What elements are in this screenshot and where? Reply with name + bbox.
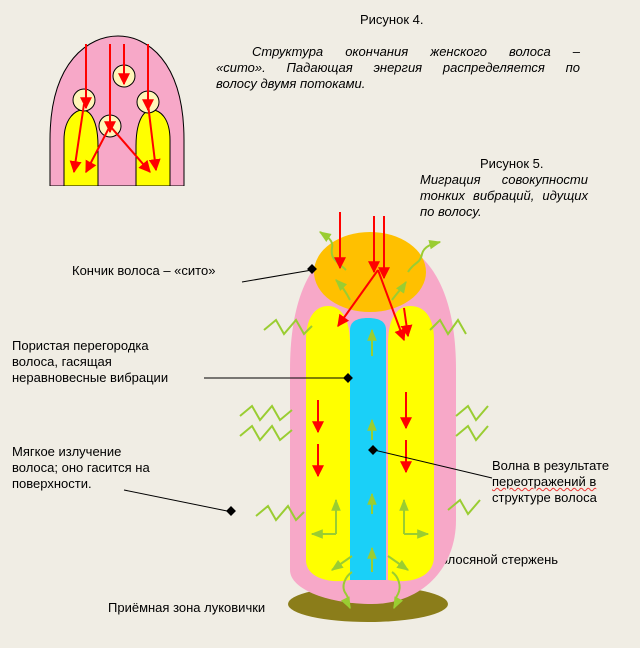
yellow-right-column (388, 306, 434, 582)
yellow-left-column (306, 306, 350, 582)
label-line: переотражений в (492, 474, 597, 489)
figure5-hair (123, 212, 493, 622)
figure4-caption-line: «сито». Падающая энергия распределяется … (216, 60, 580, 75)
red-arrow (377, 269, 406, 342)
label-porous-septum: Пористая перегородка волоса, гасящая нер… (12, 338, 212, 386)
cyan-shaft (350, 318, 386, 580)
label-line: Пористая перегородка (12, 338, 149, 353)
green-arrow (387, 555, 409, 571)
figure5-caption-line: тонких вибраций, идущих (420, 188, 588, 203)
figure5-caption-line: по волосу. (420, 204, 482, 219)
figure4-caption-line: Структура окончания женского волоса – (252, 44, 580, 59)
label-line: волоса, гасящая (12, 354, 112, 369)
label-hair-tip: Кончик волоса – «сито» (72, 263, 216, 278)
green-curve-arrow (335, 279, 351, 301)
fig4-arrow (69, 103, 85, 174)
green-zigzag (455, 404, 489, 422)
figure5-caption: Миграция совокупности тонких вибраций, и… (420, 172, 588, 220)
figure4-hair-tip (49, 35, 185, 186)
label-hair-shaft: Волосяной стержень (432, 552, 559, 567)
green-arrow (331, 555, 353, 571)
fig4-arrow (109, 125, 151, 173)
green-zigzag (447, 498, 481, 516)
figure5-caption-line: Миграция совокупности (420, 172, 588, 187)
label-line: неравновесные вибрации (12, 370, 169, 385)
leader-tip (241, 269, 313, 283)
leader-soft (123, 489, 233, 513)
figure4-caption: Структура окончания женского волоса – «с… (216, 44, 580, 92)
leader-diamond (307, 264, 317, 274)
green-curve-arrow (407, 239, 442, 273)
label-wave: Волна в результате переотражений в струк… (492, 458, 632, 506)
leader-diamond (343, 373, 353, 383)
label-line: волоса; оно гасится на (12, 460, 150, 475)
figure4-title: Рисунок 4. (360, 12, 424, 27)
leader-diamond (226, 506, 236, 516)
red-arrow (400, 307, 413, 338)
fig4-arrow (147, 103, 161, 172)
green-zigzag (429, 318, 467, 336)
label-line: Мягкое излучение (12, 444, 122, 459)
fig4-arrow (85, 125, 111, 174)
label-bulb-zone: Приёмная зона луковички (108, 600, 266, 615)
green-zigzag (239, 404, 293, 422)
label-line: поверхности. (12, 476, 92, 491)
green-zigzag (263, 318, 313, 336)
green-zigzag (255, 504, 305, 522)
red-arrow (337, 269, 379, 327)
green-curve-arrow (391, 281, 407, 301)
green-curve-arrow (340, 571, 353, 610)
figure4-caption-line: волосу двумя потоками. (216, 76, 366, 91)
orange-sieve-tip (314, 232, 426, 312)
leader-wave (373, 449, 493, 479)
label-soft-radiation: Мягкое излучение волоса; оно гасится на … (12, 444, 212, 492)
green-zigzag (455, 424, 489, 442)
green-zigzag (239, 424, 293, 442)
leader-diamond (368, 445, 378, 455)
label-line: Волна в результате (492, 458, 610, 473)
label-line: структуре волоса (492, 490, 597, 505)
green-curve-arrow (391, 571, 404, 610)
figure5-title: Рисунок 5. (480, 156, 544, 171)
